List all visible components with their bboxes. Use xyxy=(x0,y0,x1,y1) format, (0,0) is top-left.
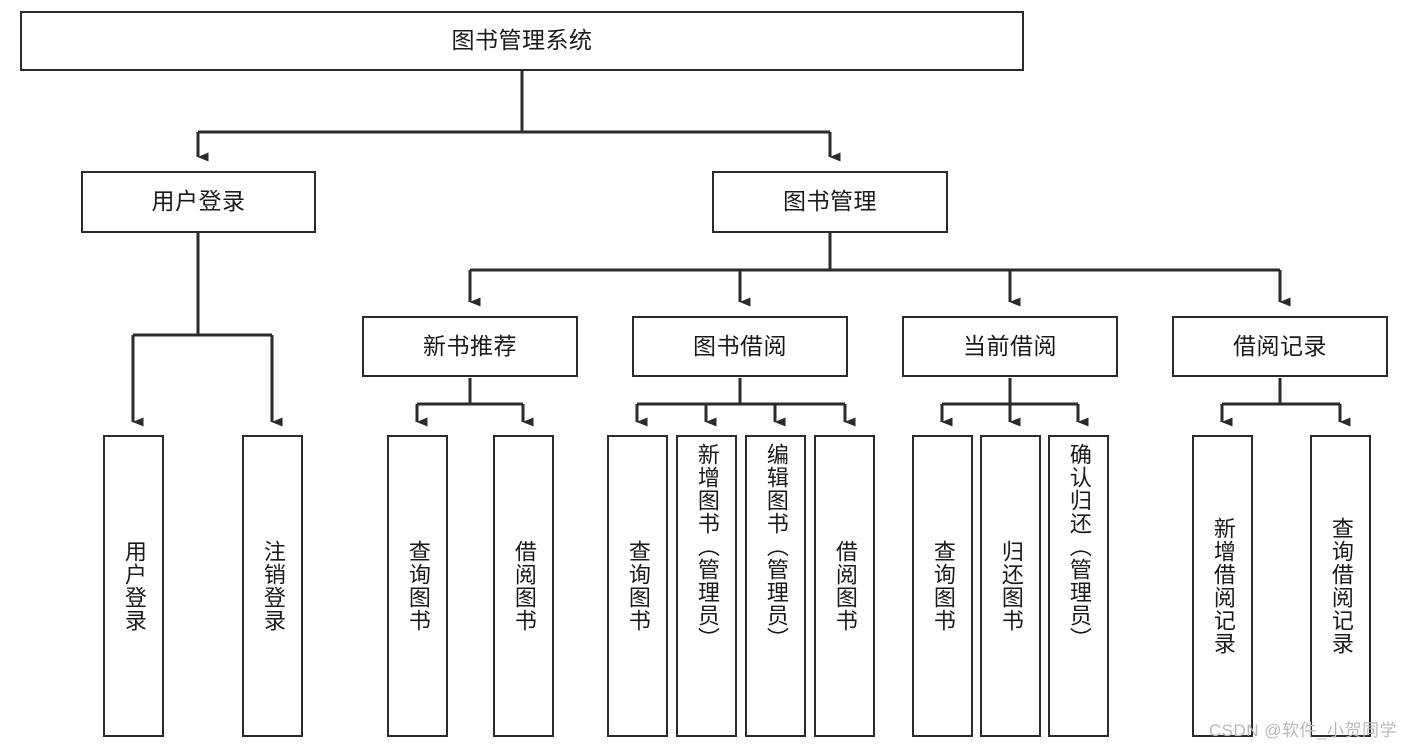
node-leaf-add-record[interactable]: 新增借阅记录 xyxy=(1192,435,1253,737)
node-book-management-label: 图书管理 xyxy=(783,188,877,215)
node-leaf-borrow-book-1-label: 借阅图书 xyxy=(511,540,537,632)
node-borrow-record[interactable]: 借阅记录 xyxy=(1172,316,1388,377)
node-book-management[interactable]: 图书管理 xyxy=(712,171,948,233)
node-root[interactable]: 图书管理系统 xyxy=(20,11,1024,71)
node-borrow-record-label: 借阅记录 xyxy=(1233,332,1327,359)
node-leaf-borrow-book-2[interactable]: 借阅图书 xyxy=(814,435,875,737)
node-leaf-query-book-1[interactable]: 查询图书 xyxy=(387,435,448,737)
node-book-borrow-label: 图书借阅 xyxy=(693,332,787,359)
node-leaf-edit-book[interactable]: 编辑图书（管理员） xyxy=(745,435,806,737)
node-new-book-recommend-label: 新书推荐 xyxy=(423,332,517,359)
node-current-borrow-label: 当前借阅 xyxy=(963,332,1057,359)
node-leaf-logout-login-label: 注销登录 xyxy=(260,540,286,632)
node-leaf-borrow-book-2-label: 借阅图书 xyxy=(832,540,858,632)
node-leaf-add-record-label: 新增借阅记录 xyxy=(1210,517,1236,655)
node-leaf-return-book-label: 归还图书 xyxy=(998,540,1024,632)
node-leaf-borrow-book-1[interactable]: 借阅图书 xyxy=(493,435,554,737)
node-leaf-logout-login[interactable]: 注销登录 xyxy=(242,435,303,737)
node-leaf-query-record[interactable]: 查询借阅记录 xyxy=(1310,435,1371,737)
node-new-book-recommend[interactable]: 新书推荐 xyxy=(362,316,578,377)
node-leaf-user-login[interactable]: 用户登录 xyxy=(103,435,164,737)
node-book-borrow[interactable]: 图书借阅 xyxy=(632,316,848,377)
node-leaf-user-login-label: 用户登录 xyxy=(121,540,147,632)
node-leaf-query-book-3[interactable]: 查询图书 xyxy=(912,435,973,737)
node-user-login[interactable]: 用户登录 xyxy=(81,171,316,233)
node-leaf-return-book[interactable]: 归还图书 xyxy=(980,435,1041,737)
node-leaf-confirm-return-label: 确认归还（管理员） xyxy=(1066,443,1092,650)
node-leaf-query-book-2[interactable]: 查询图书 xyxy=(607,435,668,737)
node-root-label: 图书管理系统 xyxy=(451,27,593,54)
node-leaf-query-book-1-label: 查询图书 xyxy=(405,540,431,632)
node-leaf-add-book-label: 新增图书（管理员） xyxy=(694,443,720,650)
node-user-login-label: 用户登录 xyxy=(151,188,246,215)
node-current-borrow[interactable]: 当前借阅 xyxy=(902,316,1118,377)
node-leaf-query-record-label: 查询借阅记录 xyxy=(1328,517,1354,655)
node-leaf-confirm-return[interactable]: 确认归还（管理员） xyxy=(1048,435,1109,737)
node-leaf-add-book[interactable]: 新增图书（管理员） xyxy=(676,435,737,737)
node-leaf-edit-book-label: 编辑图书（管理员） xyxy=(763,443,789,650)
node-leaf-query-book-2-label: 查询图书 xyxy=(625,540,651,632)
node-leaf-query-book-3-label: 查询图书 xyxy=(930,540,956,632)
